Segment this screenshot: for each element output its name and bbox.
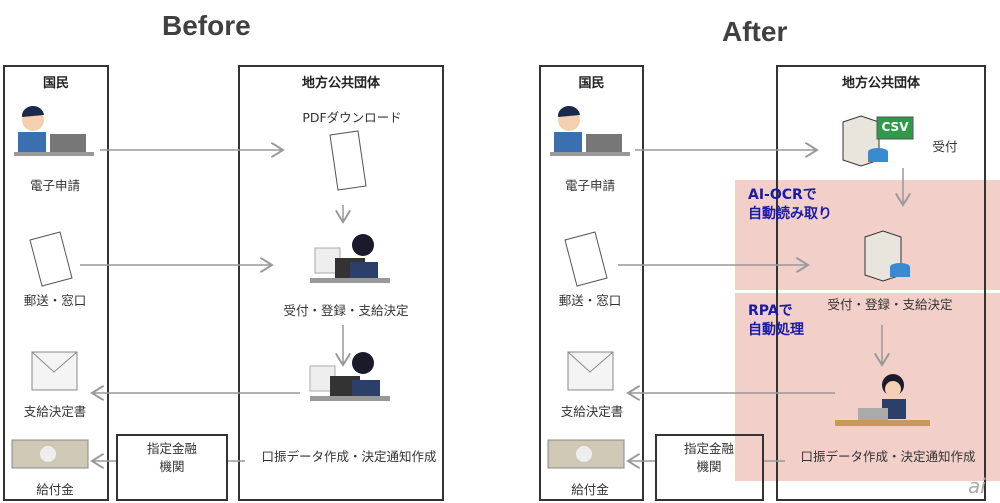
csv-file-icon [876,116,914,140]
label-mail-counter: 郵送・窓口 [23,293,87,308]
bank-label: 指定金融機関 [683,441,735,474]
label-notify: 口振データ作成・決定通知作成 [261,449,437,464]
banknote-icon [11,439,625,469]
label-e-application: 電子申請 [564,178,616,193]
envelope-icon [31,351,614,391]
label-e-application: 電子申請 [29,178,81,193]
rpa-region [735,293,1000,481]
ai-ocr-label: AI-OCRで自動読み取り [748,187,832,222]
watermark-logo: ai [968,474,986,498]
document-icon [29,130,608,287]
label-mail-counter: 郵送・窓口 [558,293,622,308]
after-gov-header: 地方公共団体 [841,76,920,91]
server-database-icon [864,230,910,282]
label-process: 受付・登録・支給決定 [283,303,409,318]
label-decision-notice: 支給決定書 [560,404,624,419]
label-benefit: 給付金 [571,482,609,497]
person-laptop-icon [550,105,630,156]
busy-worker-icon [309,352,390,401]
person-laptop-icon [14,105,94,156]
before-gov-header: 地方公共団体 [301,76,380,91]
before-bank-box [116,434,228,501]
after-citizen-header: 国民 [578,76,605,91]
before-citizen-header: 国民 [42,76,69,91]
before-title: Before [162,10,251,41]
bank-label: 指定金融機関 [146,441,198,474]
server-database-icon [842,115,888,167]
before-citizen-column [3,65,109,501]
office-worker-icon [835,374,930,426]
label-process: 受付・登録・支給決定 [827,297,953,312]
label-receive: 受付 [932,139,958,154]
label-benefit: 給付金 [36,482,74,497]
after-bank-box [655,434,764,501]
label-pdf-download: PDFダウンロード [302,110,402,125]
label-decision-notice: 支給決定書 [23,404,87,419]
busy-worker-icon [310,234,390,283]
rpa-label: RPAで自動処理 [748,303,804,338]
after-title: After [722,16,788,47]
after-gov-column [776,65,986,501]
before-gov-column [238,65,444,501]
after-citizen-column [539,65,644,501]
csv-badge: CSV [881,120,909,134]
label-notify: 口振データ作成・決定通知作成 [800,449,976,464]
